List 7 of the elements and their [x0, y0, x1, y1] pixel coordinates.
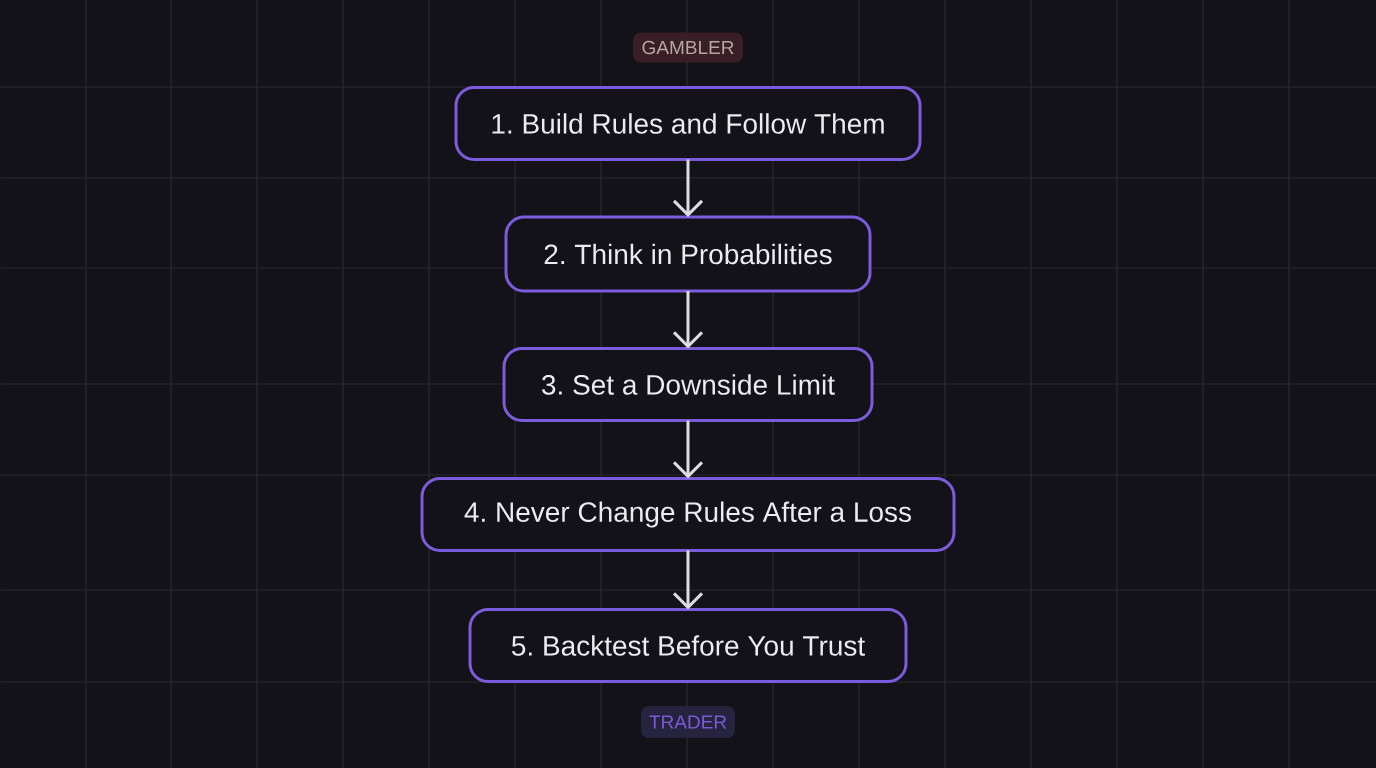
badge: TRADER: [641, 706, 735, 738]
step-box: 2. Think in Probabilities: [504, 215, 872, 293]
step-box: 4. Never Change Rules After a Loss: [420, 477, 956, 552]
badge: GAMBLER: [633, 32, 743, 63]
step-box: 3. Set a Downside Limit: [502, 347, 874, 422]
step-box: 5. Backtest Before You Trust: [468, 608, 908, 683]
step-box: 1. Build Rules and Follow Them: [454, 86, 922, 161]
